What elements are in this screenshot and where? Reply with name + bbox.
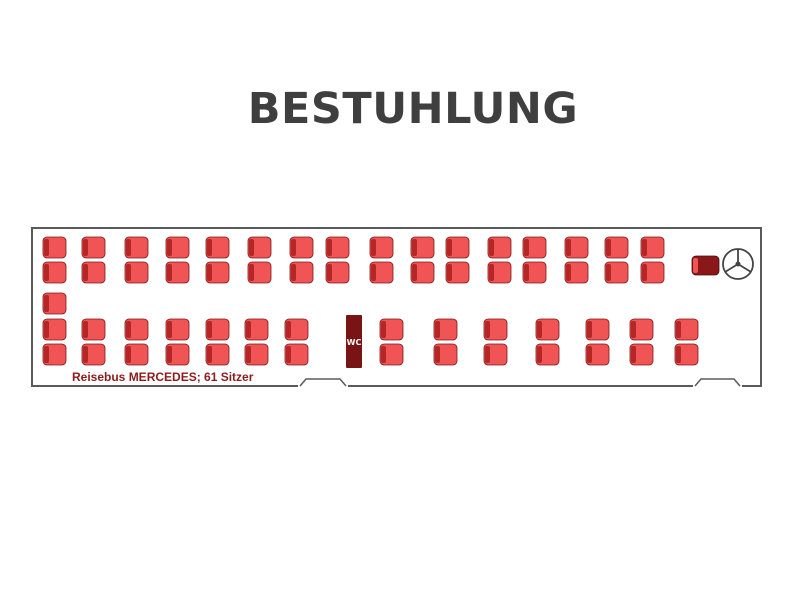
page-title: BESTUHLUNG xyxy=(247,84,579,134)
wc-cabin: WC xyxy=(346,315,362,368)
wc-icon xyxy=(346,315,362,368)
seat-icon xyxy=(205,318,230,341)
seat-icon xyxy=(244,318,269,341)
seat-icon xyxy=(445,236,470,259)
seat-icon xyxy=(325,261,350,284)
seat-icon xyxy=(483,343,508,366)
seat-icon xyxy=(433,318,458,341)
seat-icon xyxy=(535,318,560,341)
seat-icon xyxy=(433,343,458,366)
seat-icon xyxy=(205,343,230,366)
bus-caption: Reisebus MERCEDES; 61 Sitzer xyxy=(72,370,254,384)
seat-icon xyxy=(42,236,67,259)
seat-icon xyxy=(81,343,106,366)
driver-area xyxy=(691,248,754,280)
wc-label: WC xyxy=(347,338,362,347)
seat-icon xyxy=(289,236,314,259)
seat-icon xyxy=(165,261,190,284)
seat-icon xyxy=(124,343,149,366)
wheel-arch-icon xyxy=(693,378,742,389)
seat-icon xyxy=(325,236,350,259)
seat-icon xyxy=(165,236,190,259)
seat-icon xyxy=(522,261,547,284)
seat-icon xyxy=(629,343,654,366)
seat-icon xyxy=(165,318,190,341)
wheel-arch-icon xyxy=(298,378,348,389)
seat-icon xyxy=(165,343,190,366)
seat-icon xyxy=(42,292,67,315)
seat-icon xyxy=(205,236,230,259)
seat-icon xyxy=(564,261,589,284)
seat-icon xyxy=(247,261,272,284)
seat-icon xyxy=(369,261,394,284)
seat-icon xyxy=(674,318,699,341)
seat-icon xyxy=(604,236,629,259)
seat-icon xyxy=(81,261,106,284)
seat-icon xyxy=(42,261,67,284)
seat-icon xyxy=(585,343,610,366)
seat-icon xyxy=(81,236,106,259)
seat-icon xyxy=(585,318,610,341)
seat-icon xyxy=(244,343,269,366)
seat-icon xyxy=(124,261,149,284)
seat-icon xyxy=(483,318,508,341)
seat-icon xyxy=(410,236,435,259)
seat-icon xyxy=(629,318,654,341)
seat-icon xyxy=(124,236,149,259)
seat-icon xyxy=(564,236,589,259)
seat-icon xyxy=(410,261,435,284)
seat-icon xyxy=(42,318,67,341)
seat-icon xyxy=(42,343,67,366)
seat-icon xyxy=(124,318,149,341)
seat-icon xyxy=(640,261,665,284)
seat-icon xyxy=(640,236,665,259)
seat-icon xyxy=(535,343,560,366)
seat-icon xyxy=(604,261,629,284)
seat-icon xyxy=(379,318,404,341)
seat-icon xyxy=(247,236,272,259)
seat-icon xyxy=(205,261,230,284)
seat-icon xyxy=(81,318,106,341)
seat-icon xyxy=(379,343,404,366)
seat-icon xyxy=(284,343,309,366)
seat-icon xyxy=(487,261,512,284)
seat-icon xyxy=(674,343,699,366)
seat-icon xyxy=(445,261,470,284)
seat-icon xyxy=(289,261,314,284)
driver-seat-icon xyxy=(691,255,720,276)
steering-wheel-icon xyxy=(722,248,754,280)
seat-icon xyxy=(522,236,547,259)
seat-layer xyxy=(42,236,699,366)
seat-icon xyxy=(284,318,309,341)
seat-icon xyxy=(487,236,512,259)
seat-icon xyxy=(369,236,394,259)
